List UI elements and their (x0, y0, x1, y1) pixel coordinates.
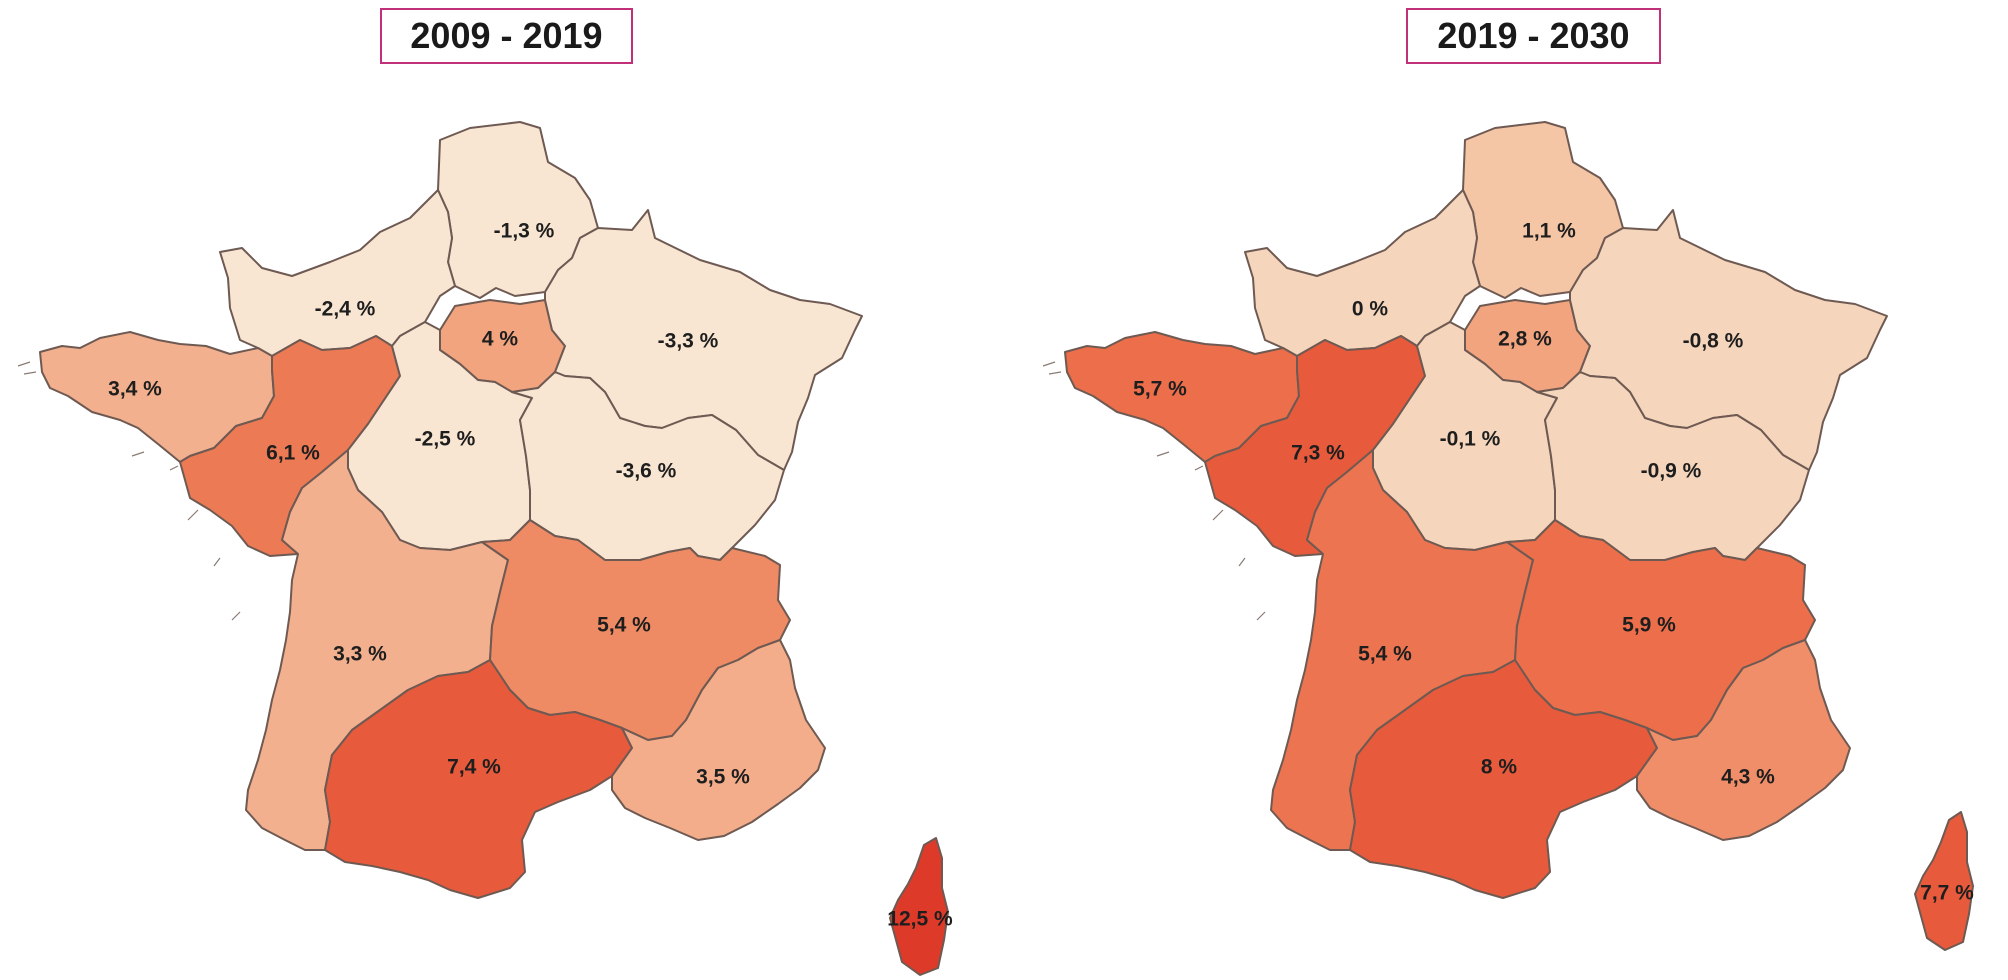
label-nouvelle-aquitaine: 5,4 % (1358, 643, 1412, 666)
label-centre-val-de-loire: -2,5 % (415, 428, 476, 451)
label-normandie: 0 % (1352, 298, 1389, 321)
label-provence-alpes-cote-dazur: 3,5 % (696, 766, 750, 789)
label-pays-de-la-loire: 6,1 % (266, 442, 320, 465)
france-regions-map: -1,3 % -2,4 % 4 % -3,3 % 3,4 % 6,1 % -2,… (17, 121, 953, 976)
period-title: 2019 - 2030 (1406, 8, 1661, 64)
label-provence-alpes-cote-dazur: 4,3 % (1721, 766, 1775, 789)
map-panel-2009-2019: 2009 - 2019 -1,3 % -2,4 % 4 % -3, (0, 0, 983, 980)
region-corse (1914, 811, 1974, 951)
label-ile-de-france: 4 % (482, 328, 519, 351)
label-bourgogne-franche-comte: -0,9 % (1641, 460, 1702, 483)
label-corse: 12,5 % (887, 908, 953, 931)
label-normandie: -2,4 % (315, 298, 376, 321)
label-hauts-de-france: -1,3 % (494, 220, 555, 243)
label-nouvelle-aquitaine: 3,3 % (333, 643, 387, 666)
coastline-detail (1042, 361, 1266, 621)
label-auvergne-rhone-alpes: 5,9 % (1622, 614, 1676, 637)
coastline-detail (17, 361, 241, 621)
label-ile-de-france: 2,8 % (1498, 328, 1552, 351)
region-provence-alpes-cote-dazur (1636, 639, 1851, 841)
label-grand-est: -3,3 % (658, 330, 719, 353)
label-centre-val-de-loire: -0,1 % (1440, 428, 1501, 451)
region-corse (889, 837, 949, 976)
france-regions-map: 1,1 % 0 % 2,8 % -0,8 % 5,7 % 7,3 % -0,1 … (1042, 121, 1974, 951)
map-panel-2019-2030: 2019 - 2030 1,1 % 0 % 2,8 % -0,8 (1025, 0, 2008, 980)
label-occitanie: 7,4 % (447, 756, 501, 779)
label-corse: 7,7 % (1920, 882, 1974, 905)
label-occitanie: 8 % (1481, 756, 1518, 779)
label-pays-de-la-loire: 7,3 % (1291, 442, 1345, 465)
region-provence-alpes-cote-dazur (611, 639, 826, 841)
period-title: 2009 - 2019 (380, 8, 633, 64)
label-auvergne-rhone-alpes: 5,4 % (597, 614, 651, 637)
label-bourgogne-franche-comte: -3,6 % (616, 460, 677, 483)
label-bretagne: 5,7 % (1133, 378, 1187, 401)
label-grand-est: -0,8 % (1683, 330, 1744, 353)
label-bretagne: 3,4 % (108, 378, 162, 401)
label-hauts-de-france: 1,1 % (1522, 220, 1576, 243)
